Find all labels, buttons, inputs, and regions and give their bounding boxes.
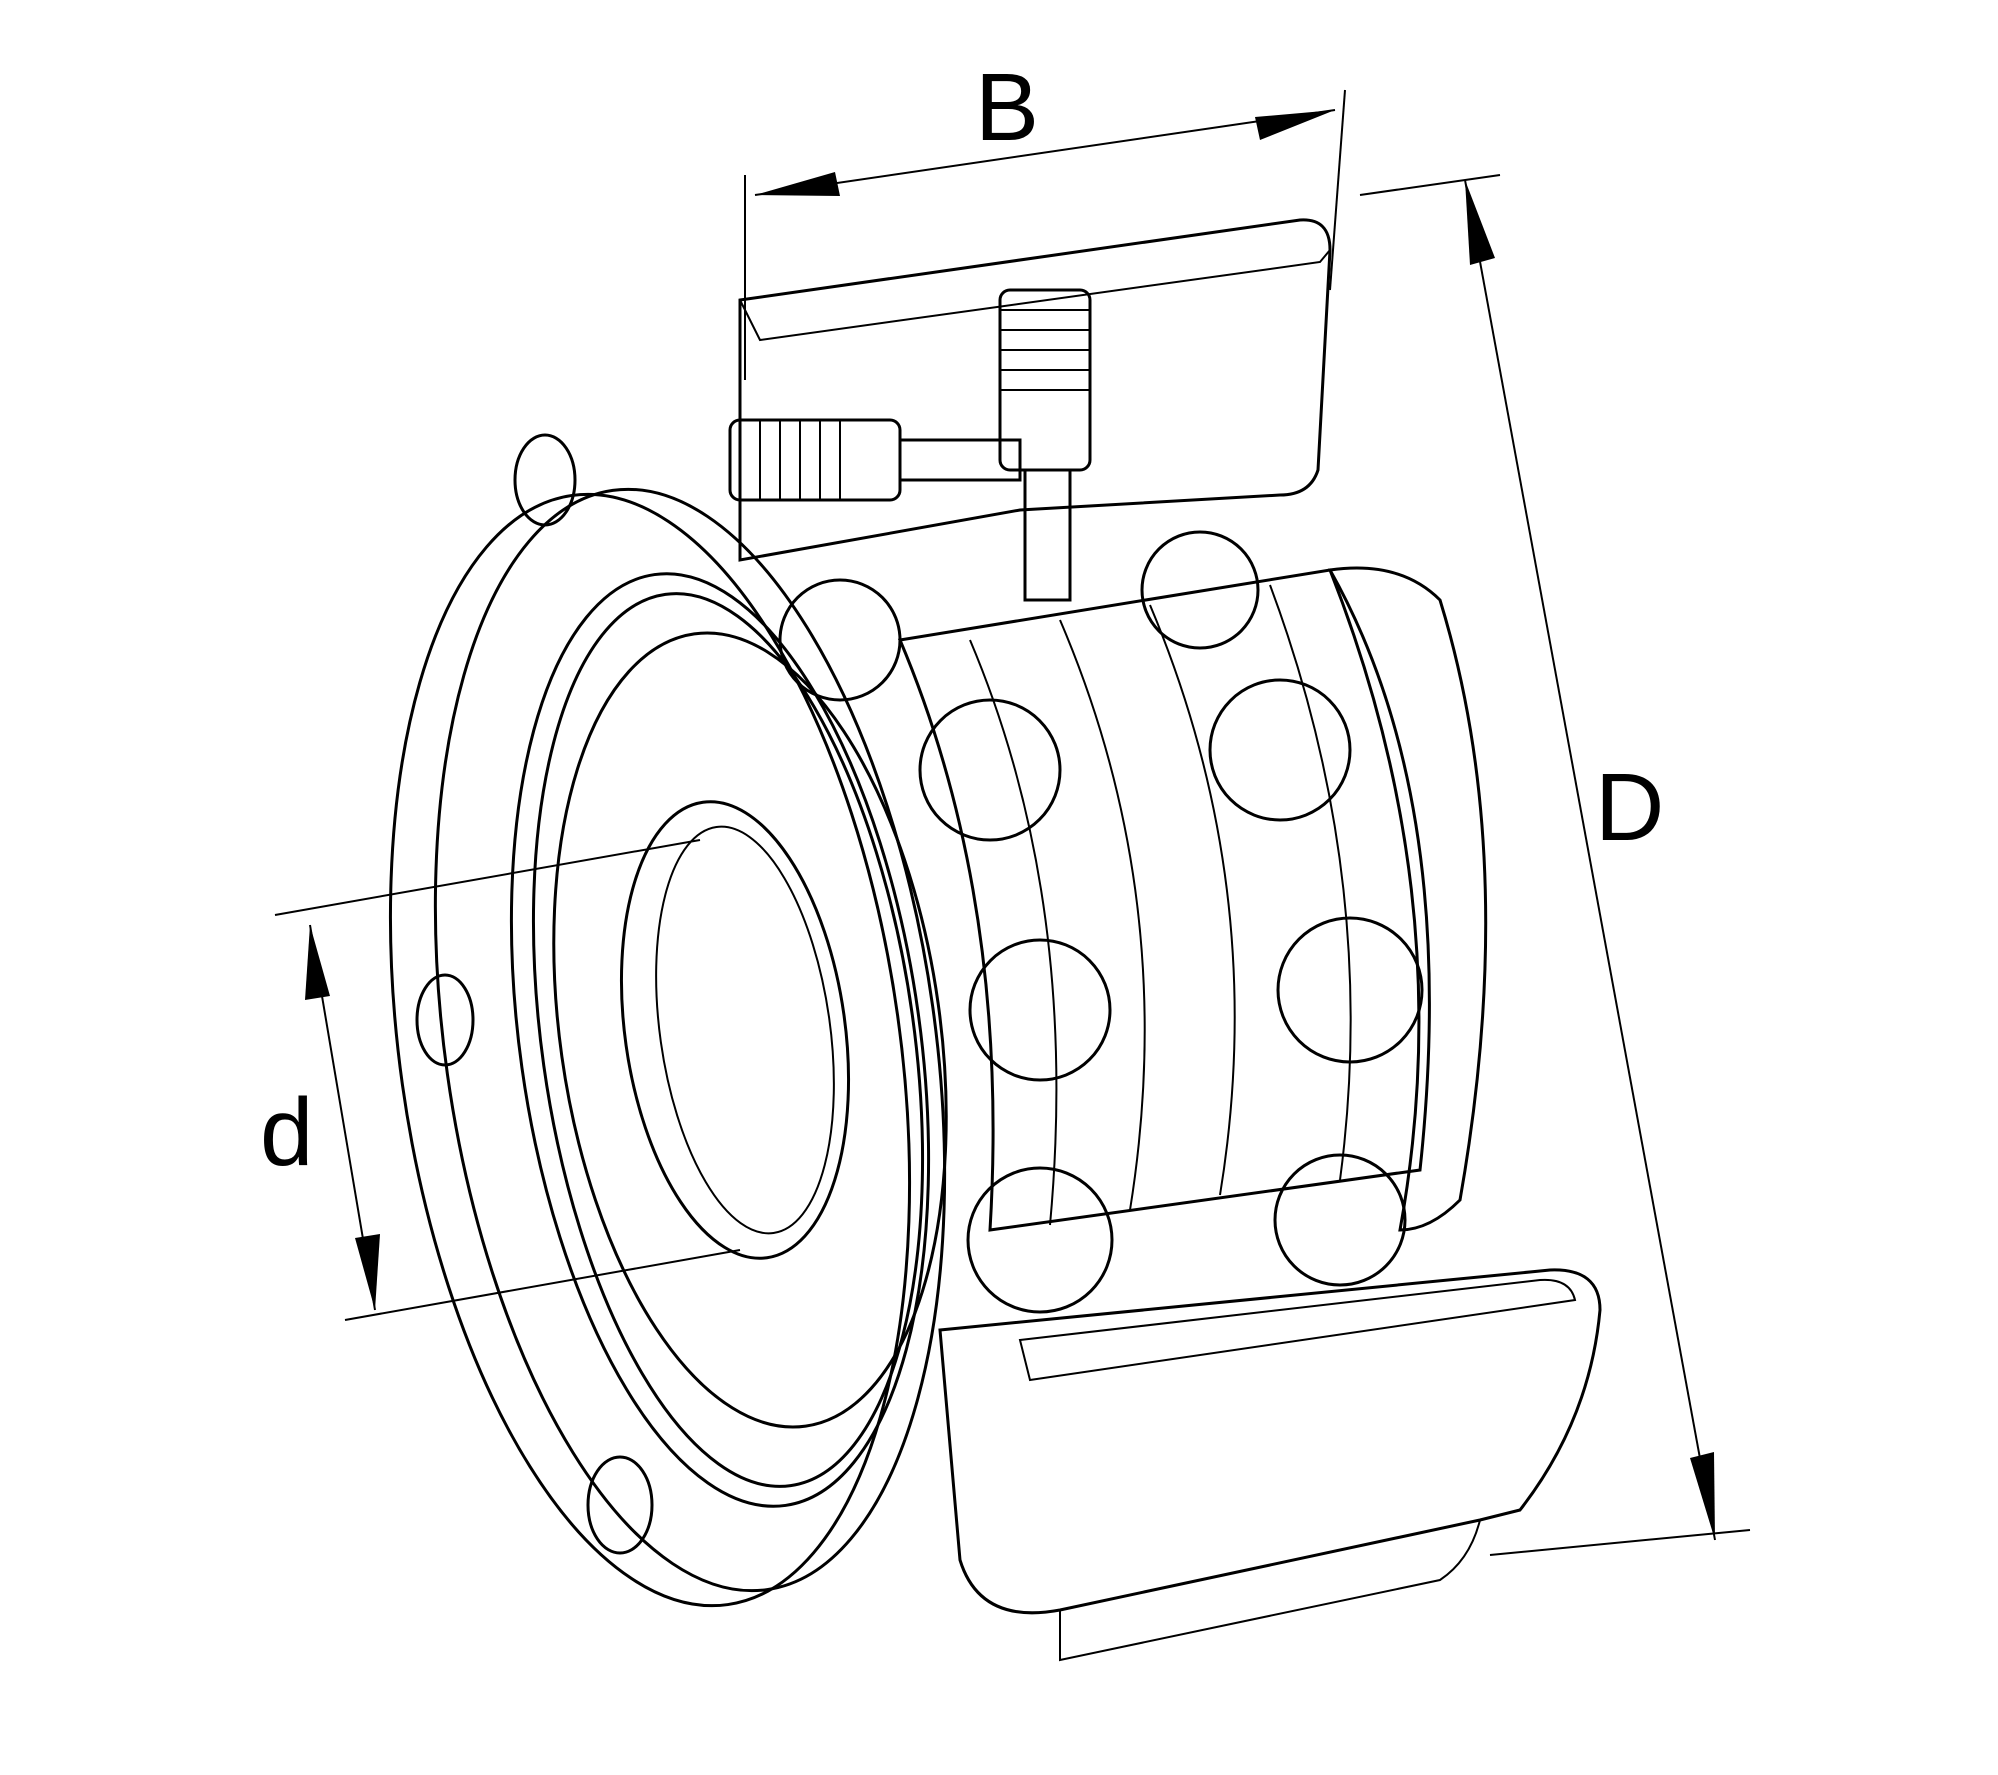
flange-ring <box>388 487 947 1608</box>
ball <box>918 698 1062 842</box>
dimension-lines <box>274 89 1751 1556</box>
ball <box>1140 530 1260 650</box>
dimension-label-d-bore: d <box>260 1079 313 1186</box>
flange-holes <box>415 433 654 1555</box>
inner-ring-bore <box>552 631 948 1429</box>
grease-nipple-icon <box>728 288 1092 602</box>
bolt-hole-icon <box>513 433 577 527</box>
dimension-label-b: B <box>975 54 1039 161</box>
outer-ring-right <box>1327 566 1488 1232</box>
bearing-core <box>897 568 1431 1232</box>
dimension-label-d-outer: D <box>1595 754 1664 861</box>
housing-lower-section <box>938 1268 1602 1662</box>
housing-body <box>738 218 1332 562</box>
rolling-balls <box>778 530 1424 1314</box>
ball <box>968 938 1112 1082</box>
bolt-hole-icon <box>415 973 475 1067</box>
ball <box>1208 678 1352 822</box>
ball <box>966 1166 1114 1314</box>
bolt-hole-icon <box>586 1455 654 1555</box>
ball <box>1273 1153 1407 1287</box>
ball <box>778 578 902 702</box>
ball <box>1276 916 1424 1064</box>
